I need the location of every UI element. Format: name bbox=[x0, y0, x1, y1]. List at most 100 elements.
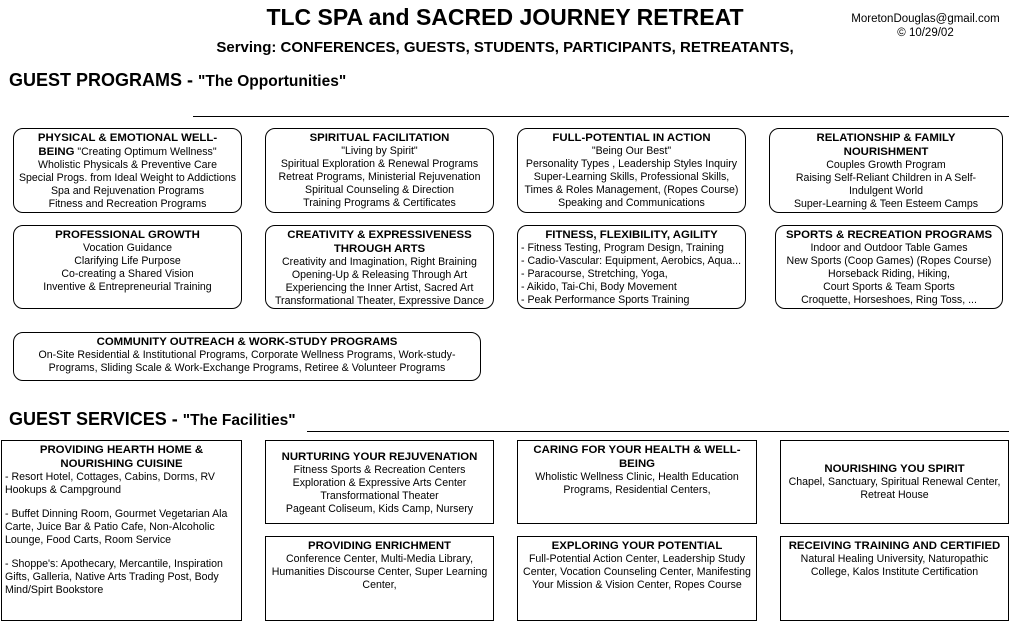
service-line: Transformational Theater bbox=[320, 490, 439, 502]
section-tag-services: "The Facilities" bbox=[182, 412, 296, 429]
program-line: Opening-Up & Releasing Through Art bbox=[291, 269, 468, 281]
service-line: Carte, Juice Bar & Patio Cafe, Non-Alcoh… bbox=[5, 521, 215, 533]
page-title: TLC SPA and SACRED JOURNEY RETREAT bbox=[266, 4, 744, 30]
section-divider-programs bbox=[193, 116, 1009, 117]
service-line: Wholistic Wellness Clinic, Health Educat… bbox=[535, 471, 739, 483]
service-title-line2: NOURISHING CUISINE bbox=[60, 458, 183, 470]
service-line: - Buffet Dinning Room, Gourmet Vegetaria… bbox=[5, 508, 228, 520]
program-line: "Being Our Best" bbox=[591, 145, 672, 157]
program-title: FULL-POTENTIAL IN ACTION bbox=[552, 132, 711, 144]
service-line: Center, bbox=[362, 579, 397, 591]
program-title: PROFESSIONAL GROWTH bbox=[55, 229, 200, 241]
program-line: Raising Self-Reliant Children in A Self- bbox=[795, 172, 977, 184]
program-box-community-outreach: COMMUNITY OUTREACH & WORK-STUDY PROGRAMS… bbox=[13, 332, 481, 381]
page-subtitle: Serving: CONFERENCES, GUESTS, STUDENTS, … bbox=[216, 39, 794, 56]
program-title: FITNESS, FLEXIBILITY, AGILITY bbox=[545, 229, 718, 241]
service-title: NURTURING YOUR REJUVENATION bbox=[281, 451, 478, 463]
service-line: Fitness Sports & Recreation Centers bbox=[293, 464, 466, 476]
program-title-line1: CREATIVITY & EXPRESSIVENESS bbox=[287, 229, 472, 241]
program-line: Special Progs. from Ideal Weight to Addi… bbox=[18, 172, 237, 184]
program-line: Couples Growth Program bbox=[826, 159, 946, 171]
service-line: Mind/Spirt Bookstore bbox=[5, 584, 104, 596]
service-line-spacer bbox=[5, 547, 238, 558]
service-line: College, Kalos Institute Certification bbox=[810, 566, 979, 578]
service-box-health-wellbeing: CARING FOR YOUR HEALTH & WELL- BEING Who… bbox=[517, 440, 757, 524]
program-line: Times & Roles Management, (Ropes Course) bbox=[524, 184, 739, 196]
program-line: Vocation Guidance bbox=[83, 242, 172, 254]
program-box-full-potential: FULL-POTENTIAL IN ACTION "Being Our Best… bbox=[517, 128, 746, 213]
program-line: Spiritual Counseling & Direction bbox=[305, 184, 454, 196]
service-box-rejuvenation: NURTURING YOUR REJUVENATION Fitness Spor… bbox=[265, 440, 494, 524]
program-line: Clarifying Life Purpose bbox=[74, 255, 181, 267]
service-title: PROVIDING ENRICHMENT bbox=[307, 540, 452, 552]
service-line: Exploration & Expressive Arts Center bbox=[292, 477, 467, 489]
service-title: EXPLORING YOUR POTENTIAL bbox=[551, 540, 723, 552]
contact-email: MoretonDouglas@gmail.com bbox=[851, 13, 1000, 25]
program-line: Training Programs & Certificates bbox=[303, 197, 456, 209]
program-line: Court Sports & Team Sports bbox=[823, 281, 955, 293]
service-line: Programs, Residential Centers, bbox=[563, 484, 711, 496]
service-line: Full-Potential Action Center, Leadership… bbox=[528, 553, 746, 565]
service-box-training-certified: RECEIVING TRAINING AND CERTIFIED Natural… bbox=[780, 536, 1009, 621]
service-title-line1: CARING FOR YOUR HEALTH & WELL- bbox=[533, 444, 741, 456]
program-line: Creativity and Imagination, Right Braini… bbox=[282, 256, 477, 268]
service-line: Humanities Discourse Center, Super Learn… bbox=[271, 566, 488, 578]
service-line: - Shoppe's: Apothecary, Mercantile, Insp… bbox=[5, 558, 223, 570]
section-heading-services-label: GUEST SERVICES - bbox=[9, 409, 183, 429]
program-line: Fitness and Recreation Programs bbox=[48, 198, 207, 210]
program-line: Indoor and Outdoor Table Games bbox=[810, 242, 968, 254]
program-box-professional-growth: PROFESSIONAL GROWTH Vocation Guidance Cl… bbox=[13, 225, 242, 309]
program-box-fitness: FITNESS, FLEXIBILITY, AGILITY - Fitness … bbox=[517, 225, 746, 309]
program-line: Personality Types , Leadership Styles In… bbox=[525, 158, 738, 170]
program-title: SPIRITUAL FACILITATION bbox=[309, 132, 450, 144]
service-box-enrichment: PROVIDING ENRICHMENT Conference Center, … bbox=[265, 536, 494, 621]
copyright-date: © 10/29/02 bbox=[897, 27, 954, 39]
program-line: Super-Learning Skills, Professional Skil… bbox=[533, 171, 730, 183]
program-title-tagline: "Creating Optimum Wellness" bbox=[74, 146, 217, 158]
program-line: Spa and Rejuvenation Programs bbox=[50, 185, 205, 197]
program-line: Transformational Theater, Expressive Dan… bbox=[274, 295, 485, 307]
program-line: Experiencing the Inner Artist, Sacred Ar… bbox=[285, 282, 474, 294]
section-tag-programs: "The Opportunities" bbox=[198, 73, 347, 90]
service-title: RECEIVING TRAINING AND CERTIFIED bbox=[788, 540, 1001, 552]
section-heading-programs-label: GUEST PROGRAMS - bbox=[9, 70, 199, 90]
program-title-line1: RELATIONSHIP & FAMILY bbox=[816, 132, 956, 144]
service-box-potential: EXPLORING YOUR POTENTIAL Full-Potential … bbox=[517, 536, 757, 621]
program-line: Co-creating a Shared Vision bbox=[61, 268, 194, 280]
service-box-spirit: NOURISHING YOU SPIRIT Chapel, Sanctuary,… bbox=[780, 440, 1009, 524]
service-title-line2: BEING bbox=[618, 458, 656, 470]
service-line: Natural Healing University, Naturopathic bbox=[800, 553, 989, 565]
program-box-creativity: CREATIVITY & EXPRESSIVENESS THROUGH ARTS… bbox=[265, 225, 494, 309]
service-line: Hookups & Campground bbox=[5, 484, 122, 496]
program-line: Programs, Sliding Scale & Work-Exchange … bbox=[48, 362, 446, 374]
program-box-sports-recreation: SPORTS & RECREATION PROGRAMS Indoor and … bbox=[775, 225, 1003, 309]
service-line: Center, Vocation Counseling Center, Mani… bbox=[523, 566, 751, 578]
service-line: Your Mission & Vision Center, Ropes Cour… bbox=[532, 579, 742, 591]
section-heading-programs: GUEST PROGRAMS - "The Opportunities" bbox=[9, 70, 346, 91]
program-line: On-Site Residential & Institutional Prog… bbox=[38, 349, 456, 361]
service-line: Conference Center, Multi-Media Library, bbox=[285, 553, 474, 565]
program-line: - Peak Performance Sports Training bbox=[521, 294, 690, 306]
program-line: Speaking and Communications bbox=[558, 197, 705, 209]
program-line: Retreat Programs, Ministerial Rejuvenati… bbox=[278, 171, 481, 183]
service-title-line1: PROVIDING HEARTH HOME & bbox=[39, 444, 204, 456]
program-line: Indulgent World bbox=[848, 185, 923, 197]
program-line: Horseback Riding, Hiking, bbox=[828, 268, 950, 280]
section-heading-services: GUEST SERVICES - "The Facilities" bbox=[9, 409, 296, 430]
service-title: NOURISHING YOU SPIRIT bbox=[824, 463, 965, 475]
program-box-physical-emotional: PHYSICAL & EMOTIONAL WELL- BEING "Creati… bbox=[13, 128, 242, 213]
program-title: COMMUNITY OUTREACH & WORK-STUDY PROGRAMS bbox=[96, 336, 398, 348]
program-title-line2: THROUGH ARTS bbox=[333, 243, 426, 255]
program-title: SPORTS & RECREATION PROGRAMS bbox=[785, 229, 993, 241]
program-title-line2: NOURISHMENT bbox=[843, 146, 929, 158]
program-line: - Paracourse, Stretching, Yoga, bbox=[521, 268, 668, 280]
program-line: New Sports (Coop Games) (Ropes Course) bbox=[786, 255, 992, 267]
program-line: Spiritual Exploration & Renewal Programs bbox=[280, 158, 479, 170]
service-box-hearth-home: PROVIDING HEARTH HOME & NOURISHING CUISI… bbox=[1, 440, 242, 621]
program-line: Wholistic Physicals & Preventive Care bbox=[38, 159, 217, 171]
program-line: "Living by Spirit" bbox=[341, 145, 418, 157]
program-line: - Aikido, Tai-Chi, Body Movement bbox=[521, 281, 677, 293]
program-line: - Fitness Testing, Program Design, Train… bbox=[521, 242, 724, 254]
service-line: Pageant Coliseum, Kids Camp, Nursery bbox=[285, 503, 474, 515]
program-line: Super-Learning & Teen Esteem Camps bbox=[793, 198, 979, 210]
